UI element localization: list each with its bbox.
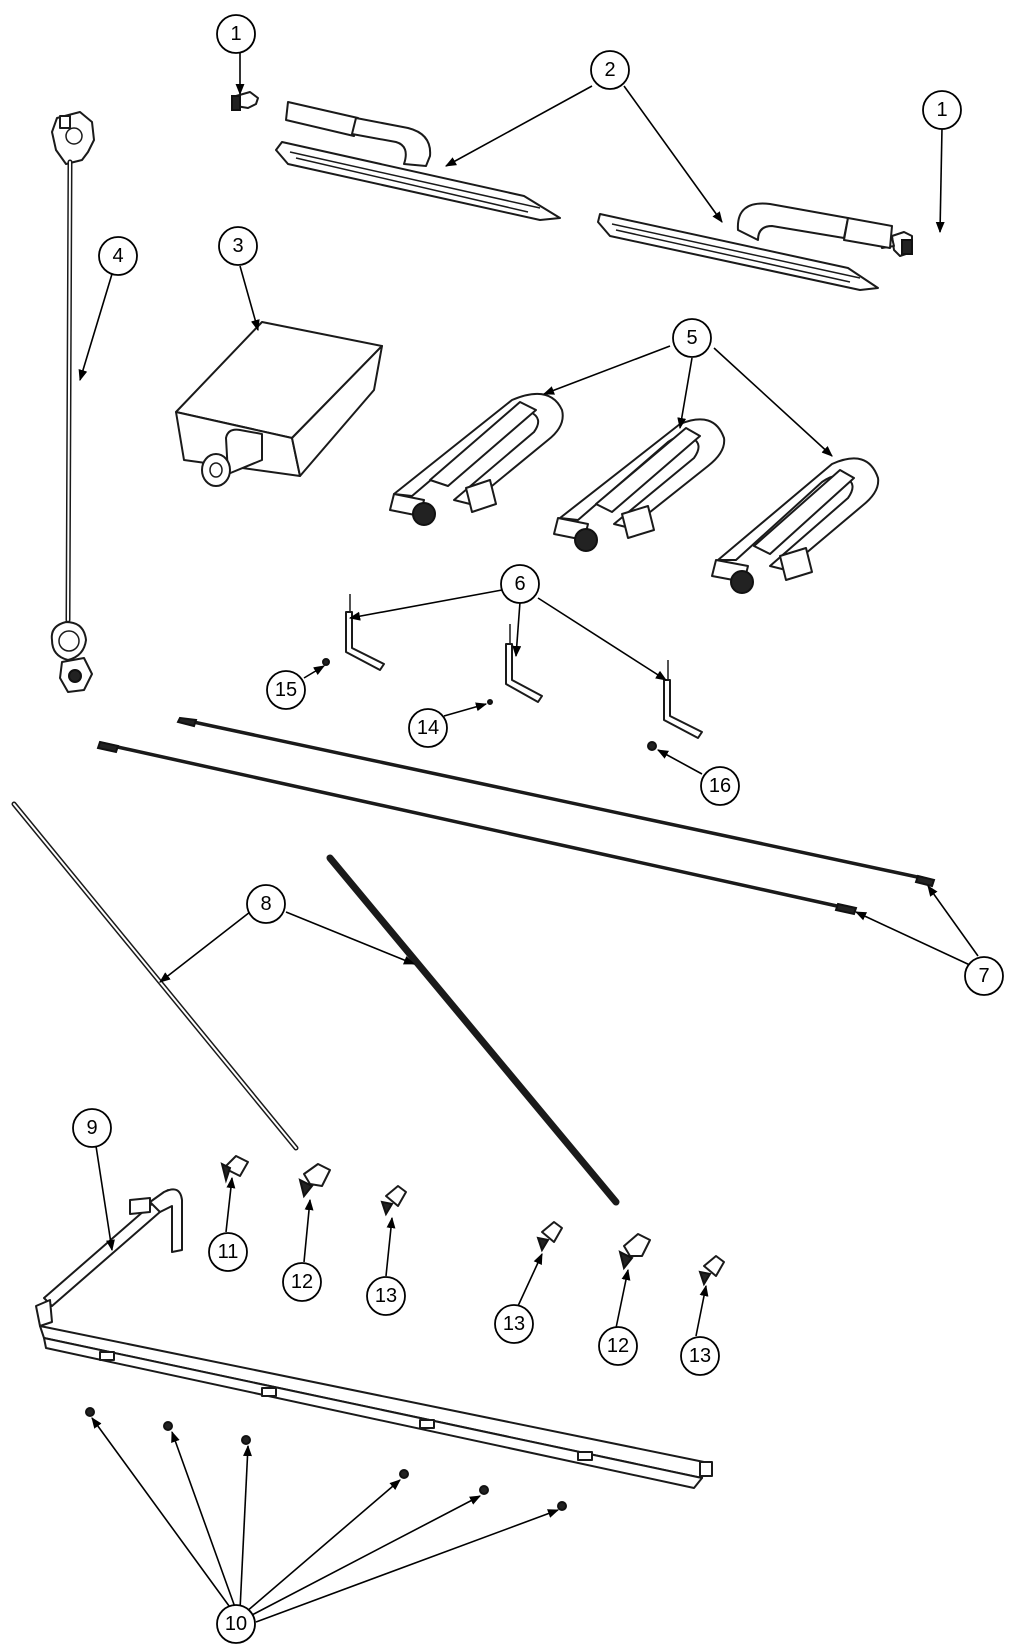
callout-label: 7: [978, 965, 989, 987]
small-screws: [322, 658, 657, 751]
callout-4: 4: [98, 236, 138, 276]
manifold-9: [35, 1188, 713, 1489]
callout-16: 16: [700, 766, 740, 806]
callout-label: 3: [232, 235, 243, 257]
callout-label: 10: [225, 1613, 247, 1635]
callout-label: 13: [689, 1345, 711, 1367]
callout-label: 4: [112, 245, 123, 267]
callout-12-left: 12: [282, 1262, 322, 1302]
callout-label: 14: [417, 717, 439, 739]
callout-5: 5: [672, 318, 712, 358]
valve-13-right: [698, 1255, 725, 1287]
callout-label: 15: [275, 679, 297, 701]
tube-burner-1: [389, 392, 564, 526]
callout-13-right: 13: [680, 1336, 720, 1376]
callout-10: 10: [216, 1604, 256, 1644]
callout-14: 14: [408, 708, 448, 748]
callout-label: 1: [230, 23, 241, 45]
callout-label: 13: [503, 1313, 525, 1335]
crossover-rods: [11, 801, 620, 1206]
valve-12-right: [618, 1233, 651, 1271]
valve-13-left: [380, 1185, 407, 1217]
valve-rod-assembly: [50, 111, 95, 693]
callout-label: 16: [709, 775, 731, 797]
callout-label: 1: [936, 99, 947, 121]
callout-7: 7: [964, 956, 1004, 996]
callout-12-right: 12: [598, 1326, 638, 1366]
callout-label: 8: [260, 893, 271, 915]
callout-3: 3: [218, 226, 258, 266]
callout-label: 13: [375, 1285, 397, 1307]
callout-15: 15: [266, 670, 306, 710]
electrode-bracket-2: [505, 624, 543, 703]
tray-3: [175, 321, 383, 487]
callout-label: 12: [607, 1335, 629, 1357]
callout-label: 6: [514, 573, 525, 595]
tube-burner-3: [711, 457, 880, 594]
callout-label: 9: [86, 1117, 97, 1139]
callout-6: 6: [500, 564, 540, 604]
callout-11: 11: [208, 1232, 248, 1272]
callout-label: 2: [604, 59, 615, 81]
burner-2-right: [597, 202, 893, 291]
valve-13-mid: [536, 1221, 563, 1253]
leader-lines: [78, 52, 979, 1623]
electrode-bracket-1: [345, 594, 385, 671]
valve-12-left: [298, 1163, 331, 1199]
callout-label: 11: [218, 1241, 239, 1263]
callout-label: 5: [686, 327, 697, 349]
callout-label: 12: [291, 1271, 313, 1293]
orifice-nuts-10: [85, 1407, 567, 1511]
orifice-fitting-left: [231, 91, 259, 111]
callout-13-left: 13: [366, 1276, 406, 1316]
callout-9: 9: [72, 1108, 112, 1148]
callout-2: 2: [590, 50, 630, 90]
tube-burner-2: [553, 418, 726, 552]
valve-11: [220, 1155, 249, 1184]
callout-13-mid: 13: [494, 1304, 534, 1344]
callout-1-right: 1: [922, 90, 962, 130]
electrode-bracket-3: [663, 660, 703, 739]
ignitor-wires: [96, 716, 936, 916]
callout-8: 8: [246, 884, 286, 924]
burner-2-left: [275, 101, 561, 221]
callout-1-top: 1: [216, 14, 256, 54]
